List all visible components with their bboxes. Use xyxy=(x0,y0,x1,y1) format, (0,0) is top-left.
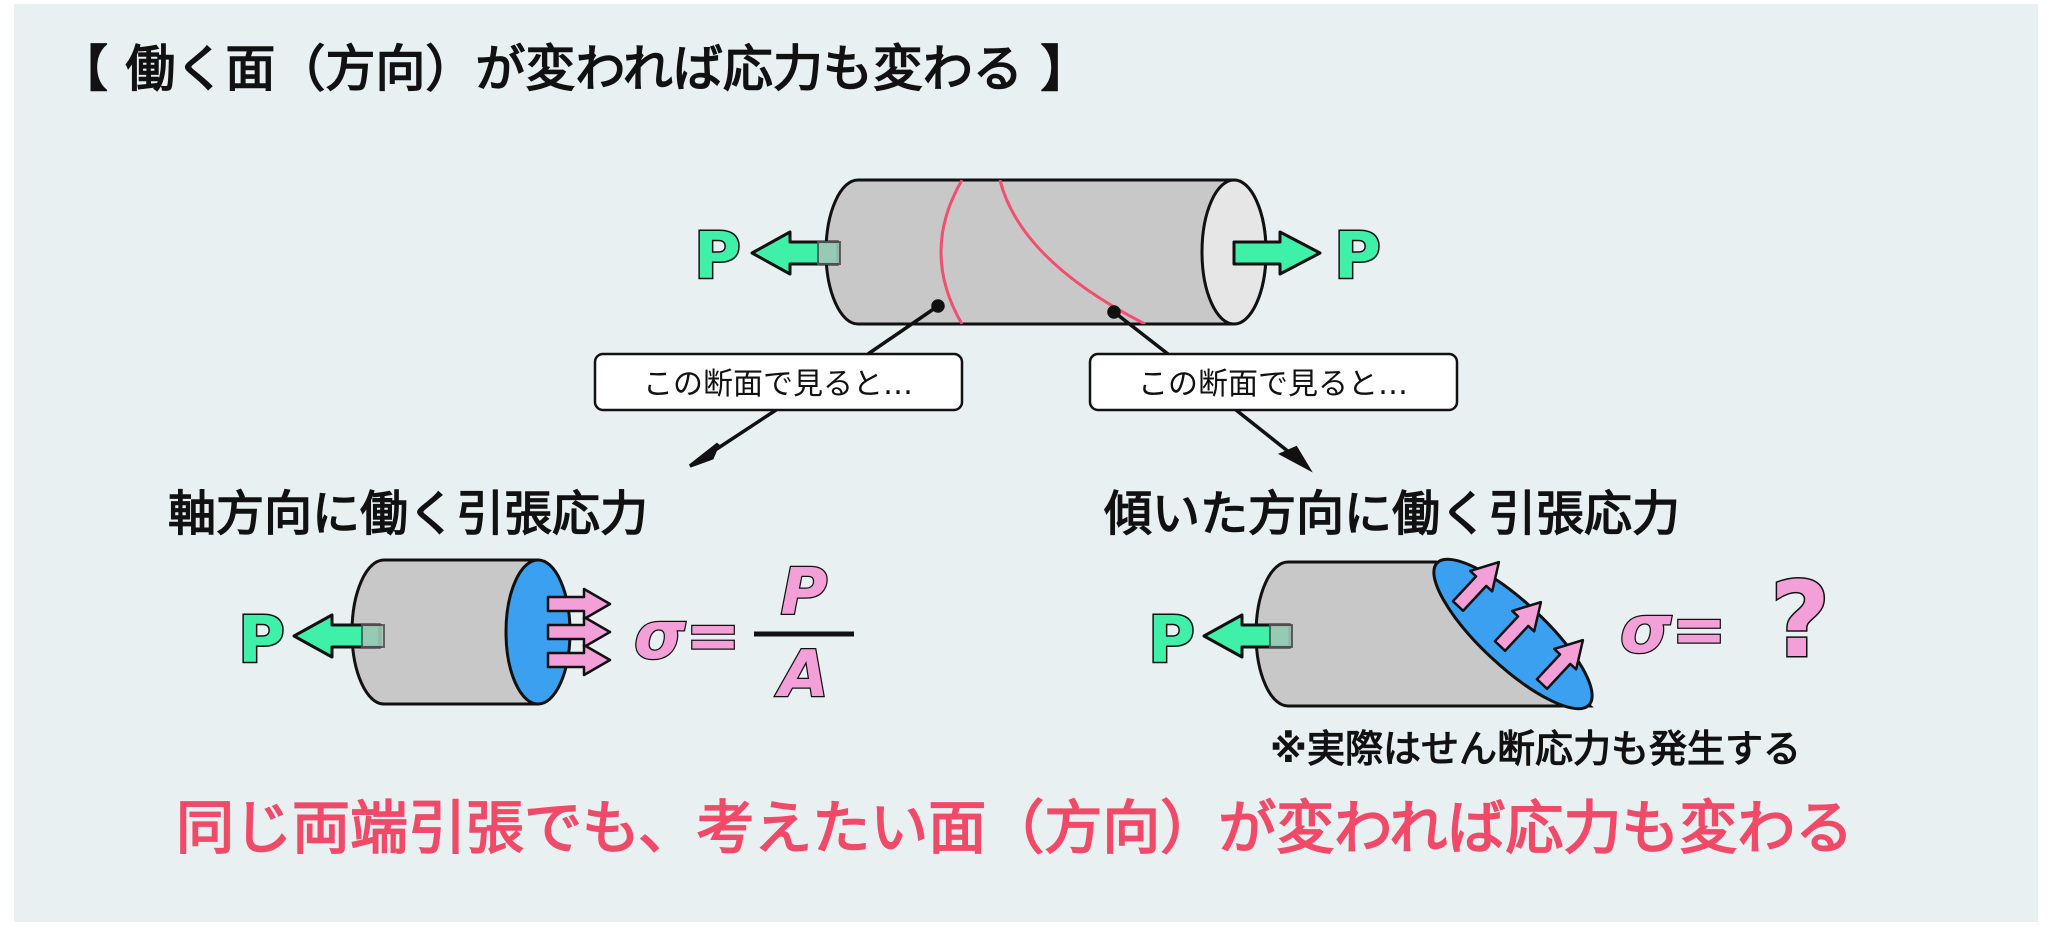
right-formula-sigma: σ= xyxy=(1620,591,1727,668)
right-force-label: P xyxy=(1148,604,1195,678)
stress-arrow xyxy=(1493,600,1543,653)
right-callout-box xyxy=(1088,352,1459,412)
left-force-label: P xyxy=(238,604,285,678)
top-left-force-arrow xyxy=(750,230,841,276)
stress-arrow xyxy=(546,615,612,649)
vertical-cut-line xyxy=(939,180,964,324)
shear-note: ※実際はせん断応力も発生する xyxy=(1270,727,1801,771)
top-right-force-label: P xyxy=(1334,220,1381,294)
stress-arrow xyxy=(546,587,612,621)
right-stress-arrows xyxy=(1451,560,1585,691)
left-stress-arrows xyxy=(546,587,612,677)
conclusion-text: 同じ両端引張でも、考えたい面（方向）が変われば応力も変わる xyxy=(176,794,1853,862)
top-cylinder xyxy=(824,178,1268,326)
left-heading: 軸方向に働く引張応力 xyxy=(168,486,648,542)
top-left-force-label: P xyxy=(694,220,741,294)
formula-denominator: A xyxy=(774,638,829,712)
top-right-force-arrow xyxy=(1232,230,1322,276)
left-formula-sigma: σ= xyxy=(634,597,741,674)
stress-arrow xyxy=(1535,638,1585,691)
right-callout-text: この断面で見ると… xyxy=(1138,367,1408,402)
left-force-arrow xyxy=(292,613,385,659)
formula-question-mark: ? xyxy=(1770,559,1830,681)
left-leader xyxy=(688,299,945,468)
right-force-arrow xyxy=(1202,613,1293,659)
left-callout-box xyxy=(593,352,964,412)
stress-arrow xyxy=(546,643,612,677)
right-heading: 傾いた方向に働く引張応力 xyxy=(1103,486,1680,542)
right-leader xyxy=(1107,305,1313,473)
left-callout-text: この断面で見ると… xyxy=(643,367,913,402)
stress-arrow xyxy=(1451,560,1501,613)
formula-numerator: P xyxy=(781,556,828,630)
background-panel xyxy=(14,4,2038,922)
page-title: 【 働く面（方向）が変われば応力も変わる 】 xyxy=(58,40,1090,98)
top-cylinder-body xyxy=(824,178,1268,326)
